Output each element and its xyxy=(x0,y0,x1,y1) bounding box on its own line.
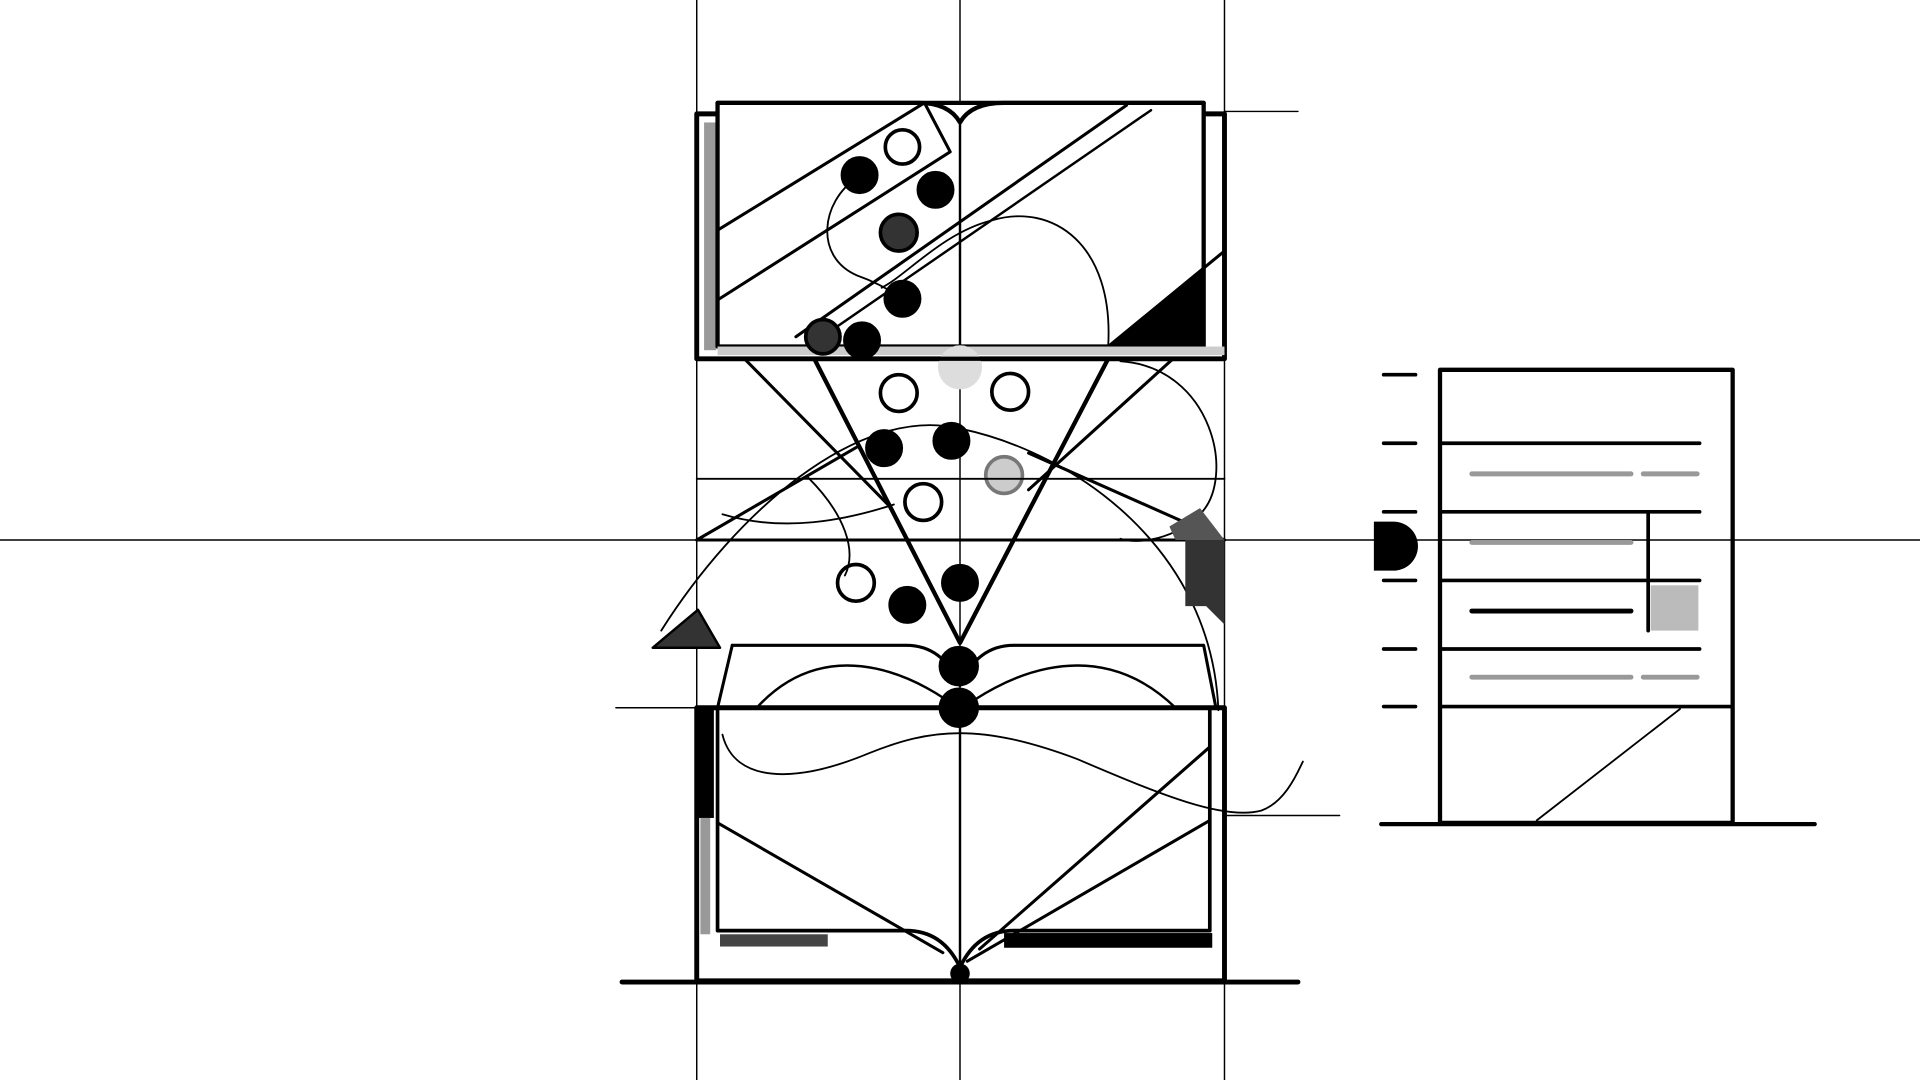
document-panel xyxy=(1373,367,1817,827)
center-triangle xyxy=(651,356,1227,712)
top-book xyxy=(694,100,1227,362)
bottom-book xyxy=(619,643,1304,985)
